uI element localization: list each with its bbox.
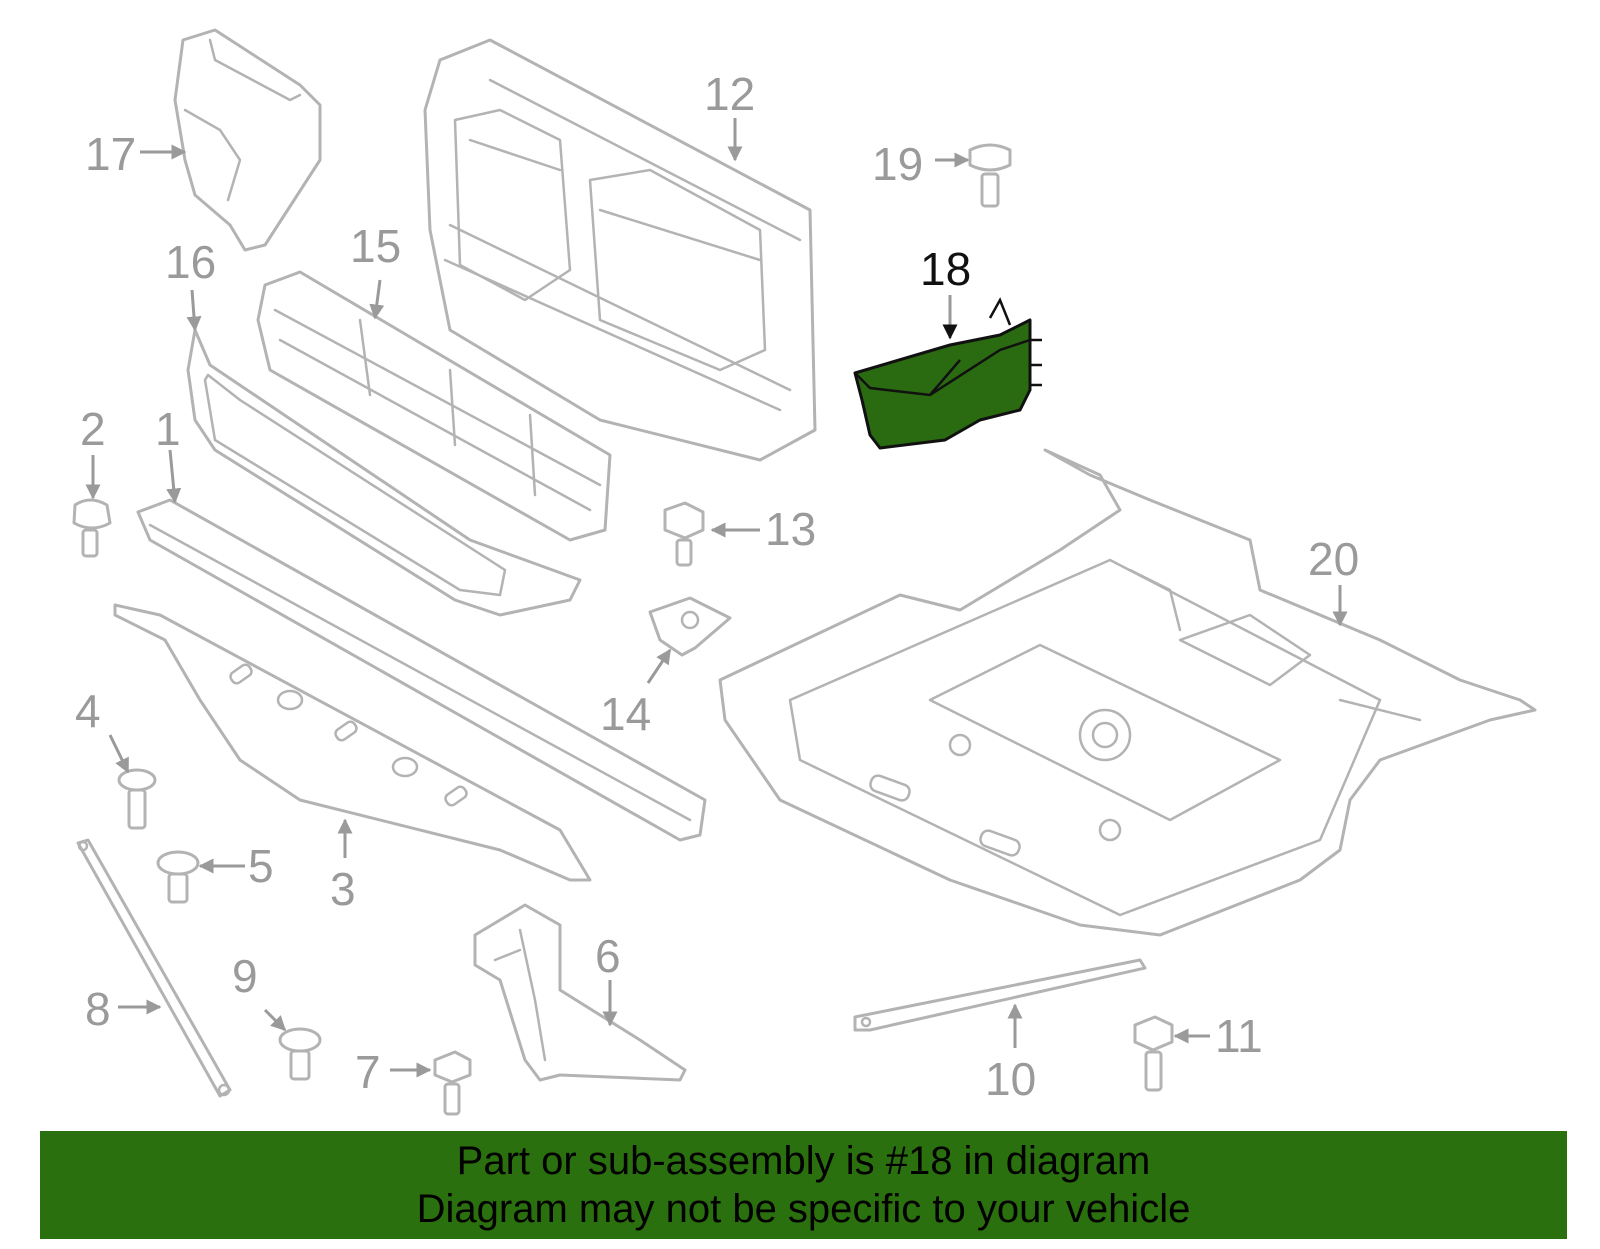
- fastener-7[interactable]: [433, 1050, 472, 1116]
- part-8-strut-rod[interactable]: [76, 838, 232, 1098]
- callout-arrows: [85, 118, 1348, 1078]
- info-banner: Part or sub-assembly is #18 in diagram D…: [40, 1131, 1567, 1239]
- banner-line-1: Part or sub-assembly is #18 in diagram: [456, 1139, 1151, 1183]
- callout-15: 15: [350, 220, 401, 272]
- callout-8: 8: [85, 983, 111, 1035]
- callout-6: 6: [595, 930, 621, 982]
- callout-labels: 17 12 19 15 16 18 2 1 13 20 14 4 5 3 6 9…: [75, 68, 1359, 1105]
- callout-2: 2: [80, 403, 106, 455]
- callout-20: 20: [1308, 533, 1359, 585]
- fastener-5[interactable]: [156, 850, 200, 904]
- callout-12: 12: [704, 68, 755, 120]
- part-17-air-duct[interactable]: [173, 28, 322, 252]
- fastener-11[interactable]: [1133, 1015, 1174, 1092]
- part-6-bracket[interactable]: [473, 903, 687, 1082]
- fastener-9[interactable]: [278, 1027, 322, 1081]
- fastener-2[interactable]: [72, 498, 112, 558]
- callout-3: 3: [330, 863, 356, 915]
- callout-4: 4: [75, 685, 101, 737]
- part-12-grille-frame[interactable]: [423, 38, 817, 462]
- part-18-air-duct-highlighted[interactable]: [853, 297, 1042, 450]
- callout-7: 7: [355, 1046, 381, 1098]
- fastener-13[interactable]: [663, 501, 705, 567]
- fastener-19[interactable]: [968, 143, 1012, 208]
- callout-19: 19: [872, 138, 923, 190]
- fastener-4[interactable]: [117, 768, 157, 830]
- callout-5: 5: [248, 840, 274, 892]
- part-16-bumper-trim[interactable]: [186, 328, 582, 617]
- callout-10: 10: [985, 1053, 1036, 1105]
- callout-16: 16: [165, 236, 216, 288]
- part-15-grille-panel[interactable]: [256, 270, 612, 542]
- callout-13: 13: [765, 503, 816, 555]
- part-20-underbody-shield[interactable]: [718, 448, 1537, 937]
- clip-14[interactable]: [648, 596, 732, 657]
- banner-line-2: Diagram may not be specific to your vehi…: [416, 1187, 1191, 1231]
- callout-1: 1: [155, 403, 181, 455]
- callout-17: 17: [85, 128, 136, 180]
- callout-14: 14: [600, 688, 651, 740]
- callout-18: 18: [920, 243, 971, 295]
- callout-11: 11: [1215, 1010, 1263, 1062]
- part-3-lower-deflector[interactable]: [113, 603, 592, 882]
- callout-9: 9: [232, 950, 258, 1002]
- part-10-brace[interactable]: [853, 958, 1147, 1032]
